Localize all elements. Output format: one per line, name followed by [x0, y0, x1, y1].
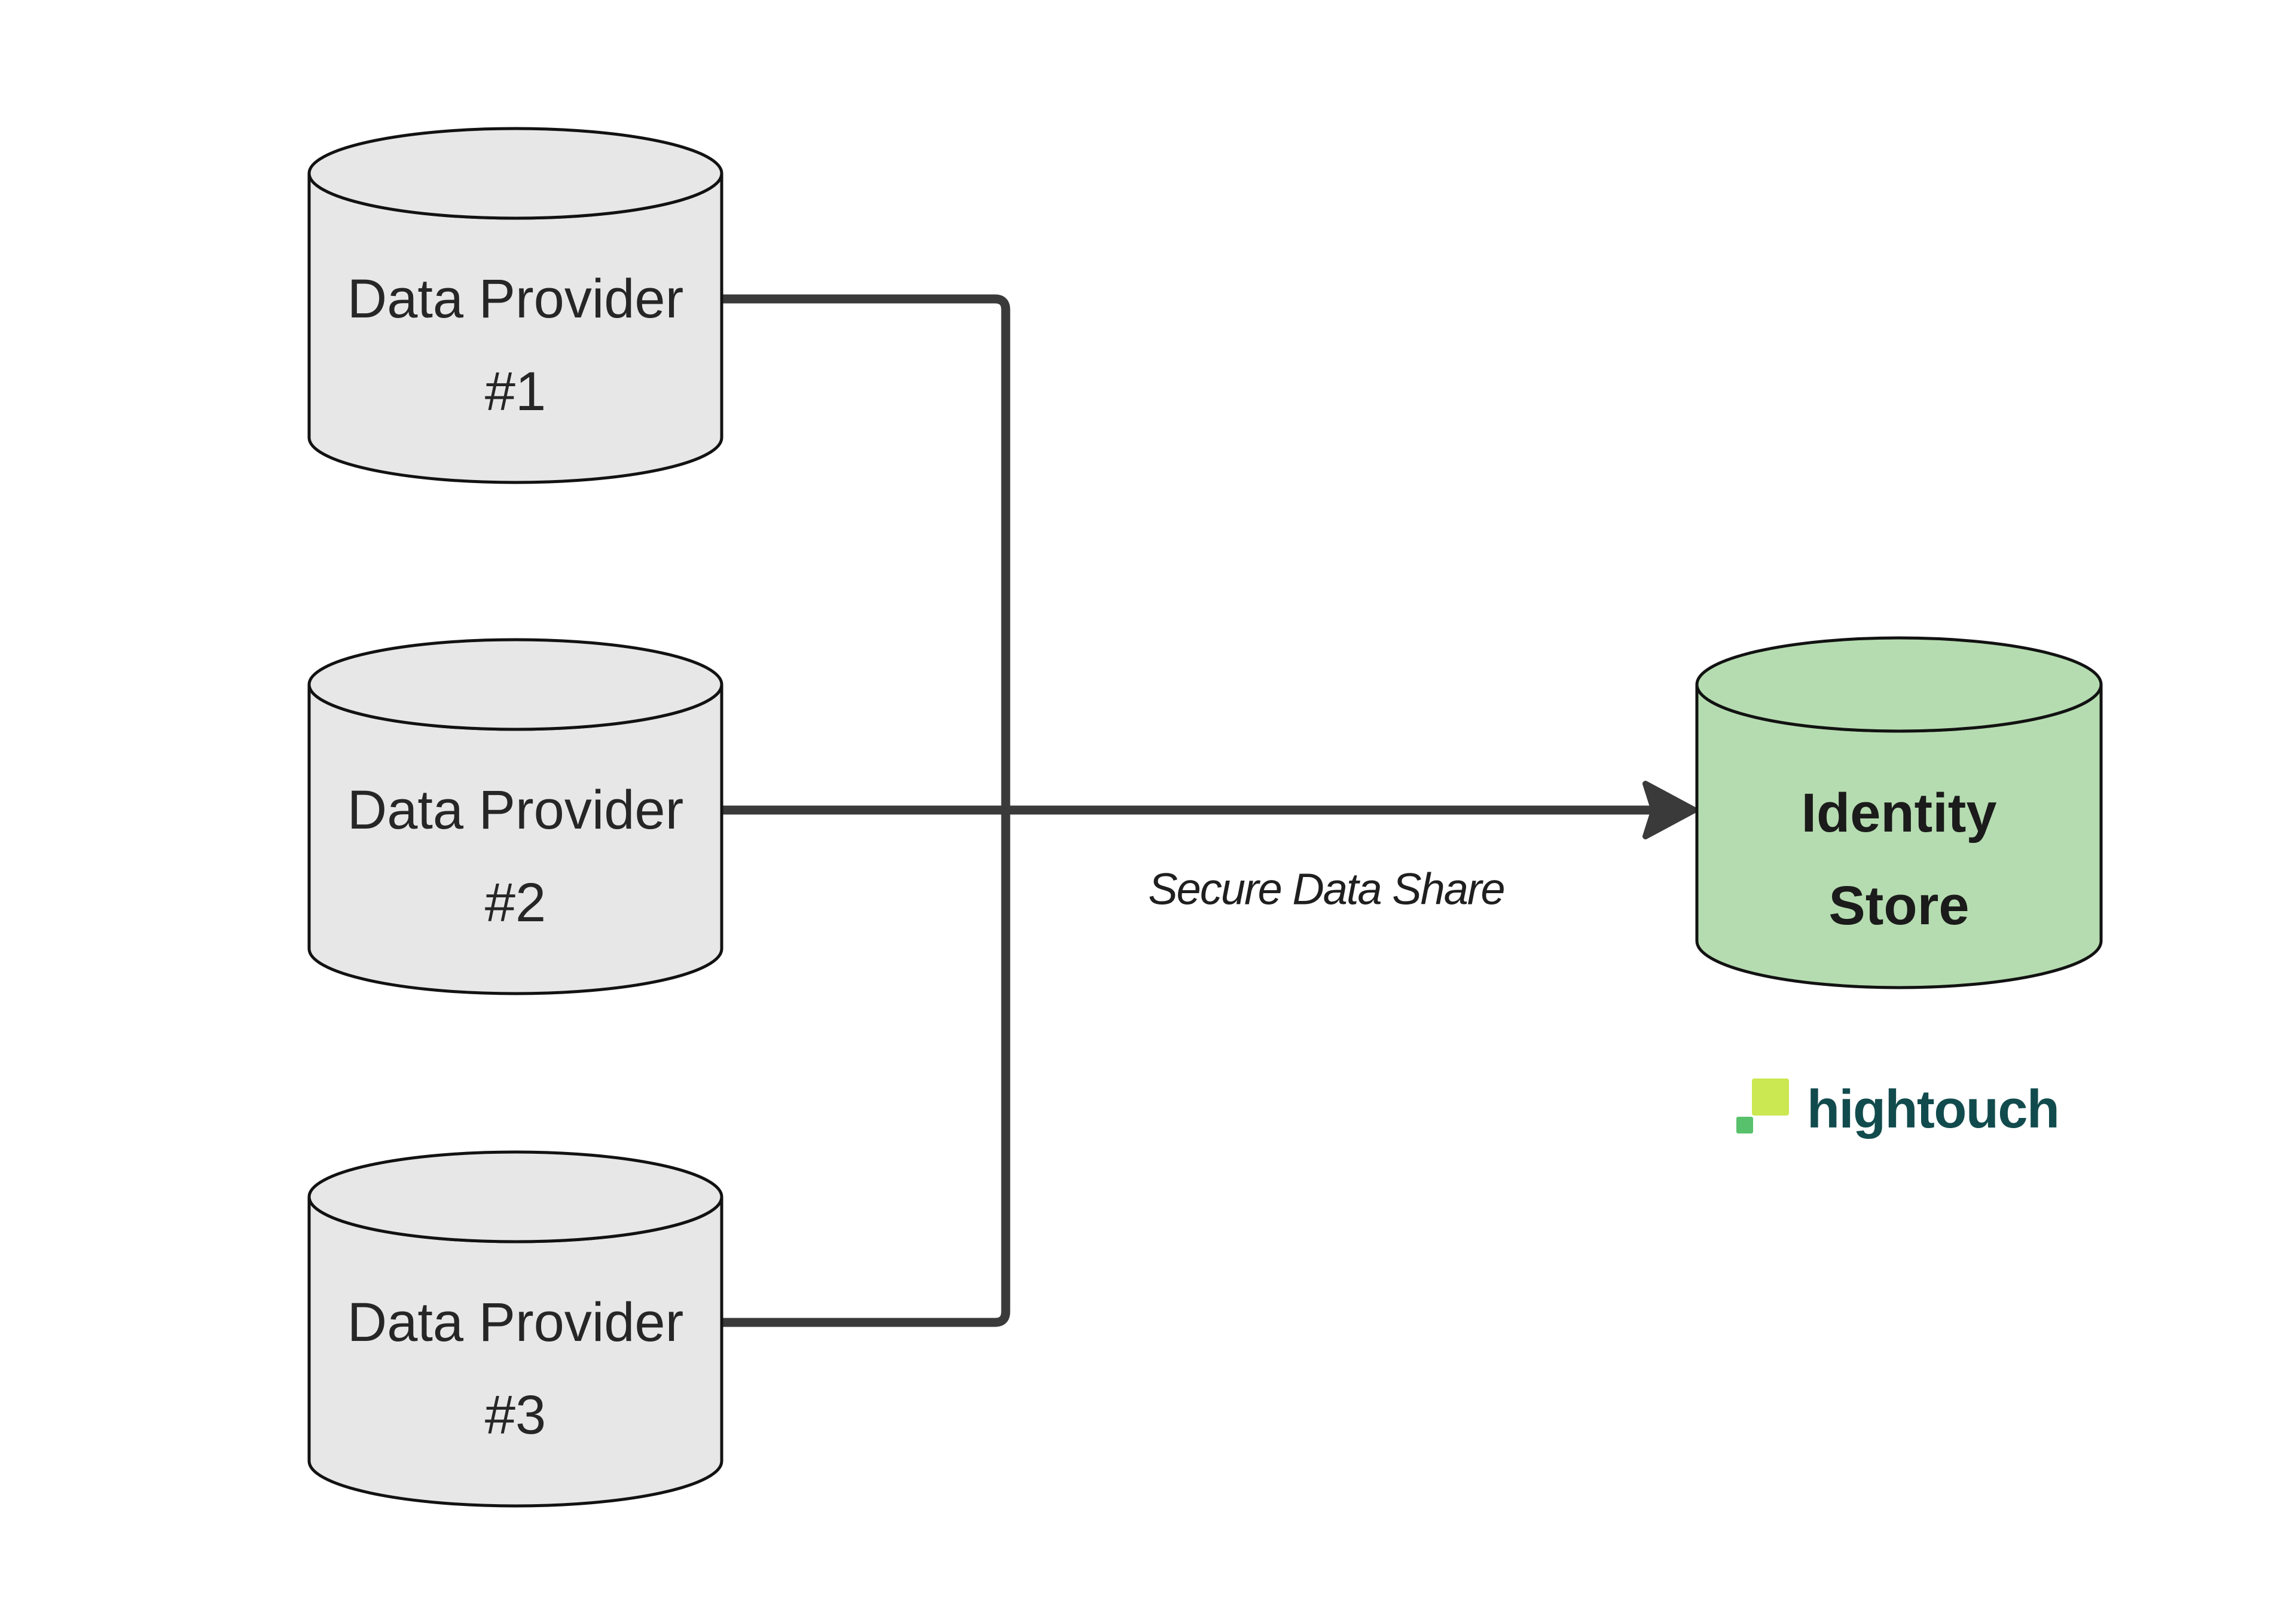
data-provider-3-label-line2: #3 [485, 1385, 546, 1446]
data-provider-1-label-line2: #1 [485, 361, 546, 422]
data-provider-2-label-line1: Data Provider [347, 780, 683, 841]
logo-square-large [1752, 1078, 1789, 1116]
hightouch-wordmark: hightouch [1807, 1080, 2059, 1139]
identity-store-label-line2: Store [1828, 875, 1969, 936]
data-provider-2-label-line2: #2 [485, 872, 546, 933]
data-provider-3-label-line1: Data Provider [347, 1292, 683, 1353]
edge-label-secure-data-share: Secure Data Share [1148, 864, 1504, 914]
logo-square-small [1736, 1117, 1753, 1133]
data-provider-1-label-line1: Data Provider [347, 268, 683, 329]
identity-store-node: Identity Store [1695, 636, 2103, 989]
data-provider-3-node: Data Provider #3 [309, 1152, 722, 1506]
arrowhead-icon [1642, 781, 1697, 839]
hightouch-logo-icon [1736, 1078, 1789, 1133]
data-provider-1-node: Data Provider #1 [309, 129, 722, 482]
data-provider-2-node: Data Provider #2 [309, 640, 722, 994]
hightouch-logo: hightouch [1736, 1078, 2060, 1139]
database-cylinder-icon [1695, 636, 2103, 989]
identity-store-label-line1: Identity [1801, 783, 1996, 844]
